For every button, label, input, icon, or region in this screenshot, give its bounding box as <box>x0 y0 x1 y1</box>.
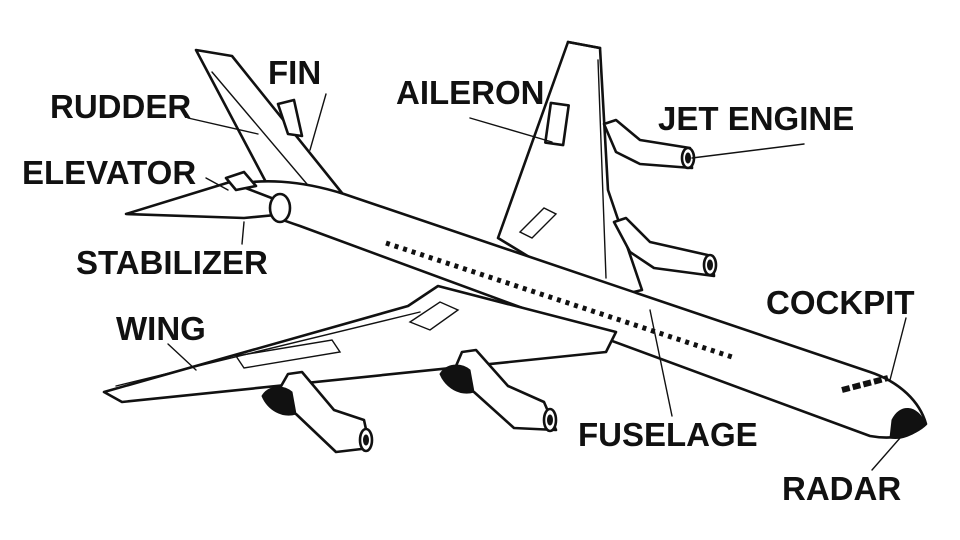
near-engine-right <box>439 348 558 433</box>
elevator-leader <box>205 177 229 191</box>
jet-engine-leader <box>691 143 805 159</box>
stabilizer-label: STABILIZER <box>76 244 268 281</box>
fin-label: FIN <box>268 54 321 91</box>
cockpit-label: COCKPIT <box>766 284 915 321</box>
rudder-leader <box>187 117 259 135</box>
stabilizer-leader <box>241 221 245 245</box>
fin-tip-panel <box>276 98 304 138</box>
elevator-label: ELEVATOR <box>22 154 196 191</box>
wing-leader <box>167 343 197 371</box>
cockpit-leader <box>889 317 907 381</box>
wing-label: WING <box>116 310 206 347</box>
horizontal-stabilizer <box>124 170 292 224</box>
radar-leader <box>871 437 901 471</box>
radar-label: RADAR <box>782 470 901 507</box>
tail-fin <box>194 48 348 200</box>
near-wing <box>102 284 618 404</box>
fuselage-label: FUSELAGE <box>578 416 758 453</box>
rudder-label: RUDDER <box>50 88 191 125</box>
labels: FIN RUDDER ELEVATOR STABILIZER AILERON J… <box>22 54 915 507</box>
jet-engine-label: JET ENGINE <box>658 100 854 137</box>
fuselage-leader <box>649 309 673 417</box>
aileron-leader <box>469 117 553 143</box>
aileron-label: AILERON <box>396 74 545 111</box>
far-engine-lower <box>612 216 718 278</box>
aileron-surface <box>544 101 570 147</box>
near-engine-left <box>261 370 374 454</box>
fin-leader <box>309 93 327 151</box>
leader-lines <box>167 93 907 471</box>
